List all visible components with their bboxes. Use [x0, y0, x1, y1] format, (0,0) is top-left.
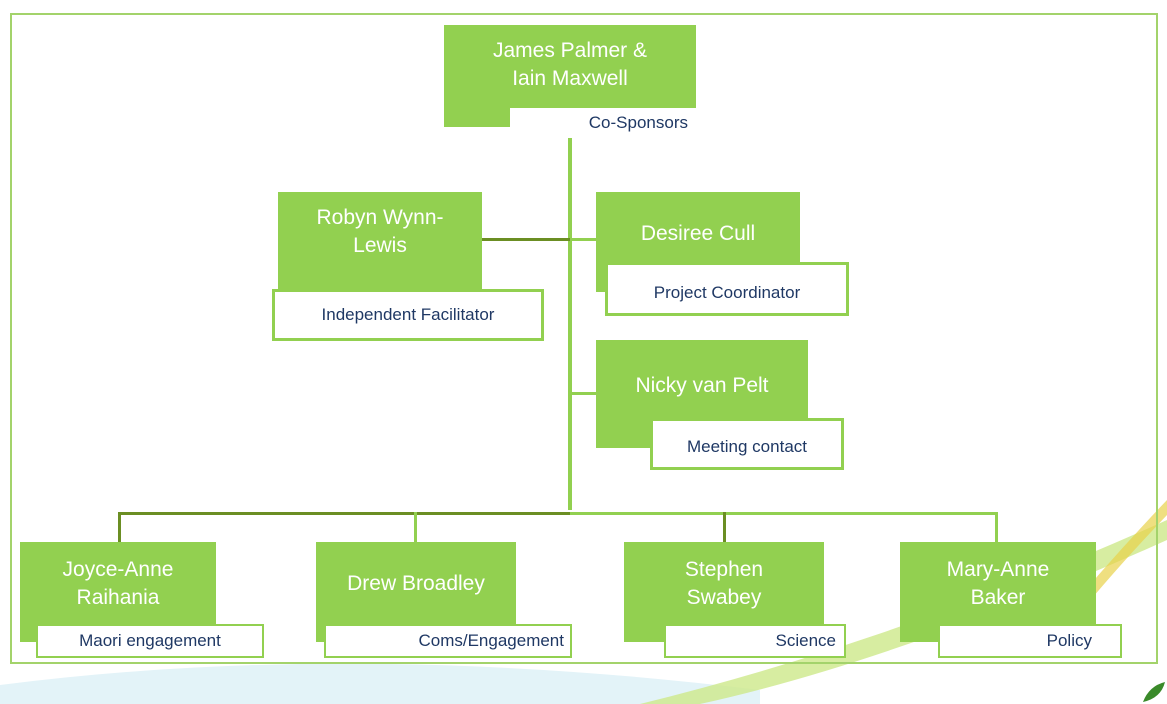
- node-name: Nicky van Pelt: [635, 374, 769, 397]
- node-name: Robyn Wynn-Lewis: [316, 206, 444, 257]
- connector-bottom-bar-right: [570, 512, 998, 515]
- role-label: Science: [664, 624, 846, 658]
- role-label: Meeting contact: [650, 418, 844, 470]
- role-label: Coms/Engagement: [324, 624, 572, 658]
- node-name: James Palmer & Iain Maxwell: [492, 39, 648, 90]
- leaf-icon: [1143, 682, 1165, 702]
- role-label: Co-Sponsors: [510, 108, 696, 138]
- connector-drop-3: [723, 512, 726, 542]
- node-name: Drew Broadley: [347, 572, 485, 595]
- node-independent-facilitator: Robyn Wynn-Lewis: [278, 192, 482, 292]
- connector-coordinator: [570, 238, 600, 241]
- connector-drop-4: [995, 512, 998, 542]
- connector-bottom-bar-left: [118, 512, 570, 515]
- connector-meeting-contact: [570, 392, 600, 395]
- node-name: Mary-Anne Baker: [946, 558, 1050, 609]
- role-label: Independent Facilitator: [272, 289, 544, 341]
- node-name: Joyce-Anne Raihania: [62, 558, 174, 609]
- node-name: Stephen Swabey: [684, 558, 764, 609]
- role-label: Maori engagement: [36, 624, 264, 658]
- node-name: Desiree Cull: [640, 222, 756, 245]
- role-label: Project Coordinator: [605, 262, 849, 316]
- org-chart-frame: [10, 13, 1158, 664]
- role-label: Policy: [938, 624, 1122, 658]
- connector-drop-2: [414, 512, 417, 542]
- connector-trunk: [568, 132, 572, 510]
- connector-drop-1: [118, 512, 121, 542]
- connector-facilitator: [482, 238, 570, 241]
